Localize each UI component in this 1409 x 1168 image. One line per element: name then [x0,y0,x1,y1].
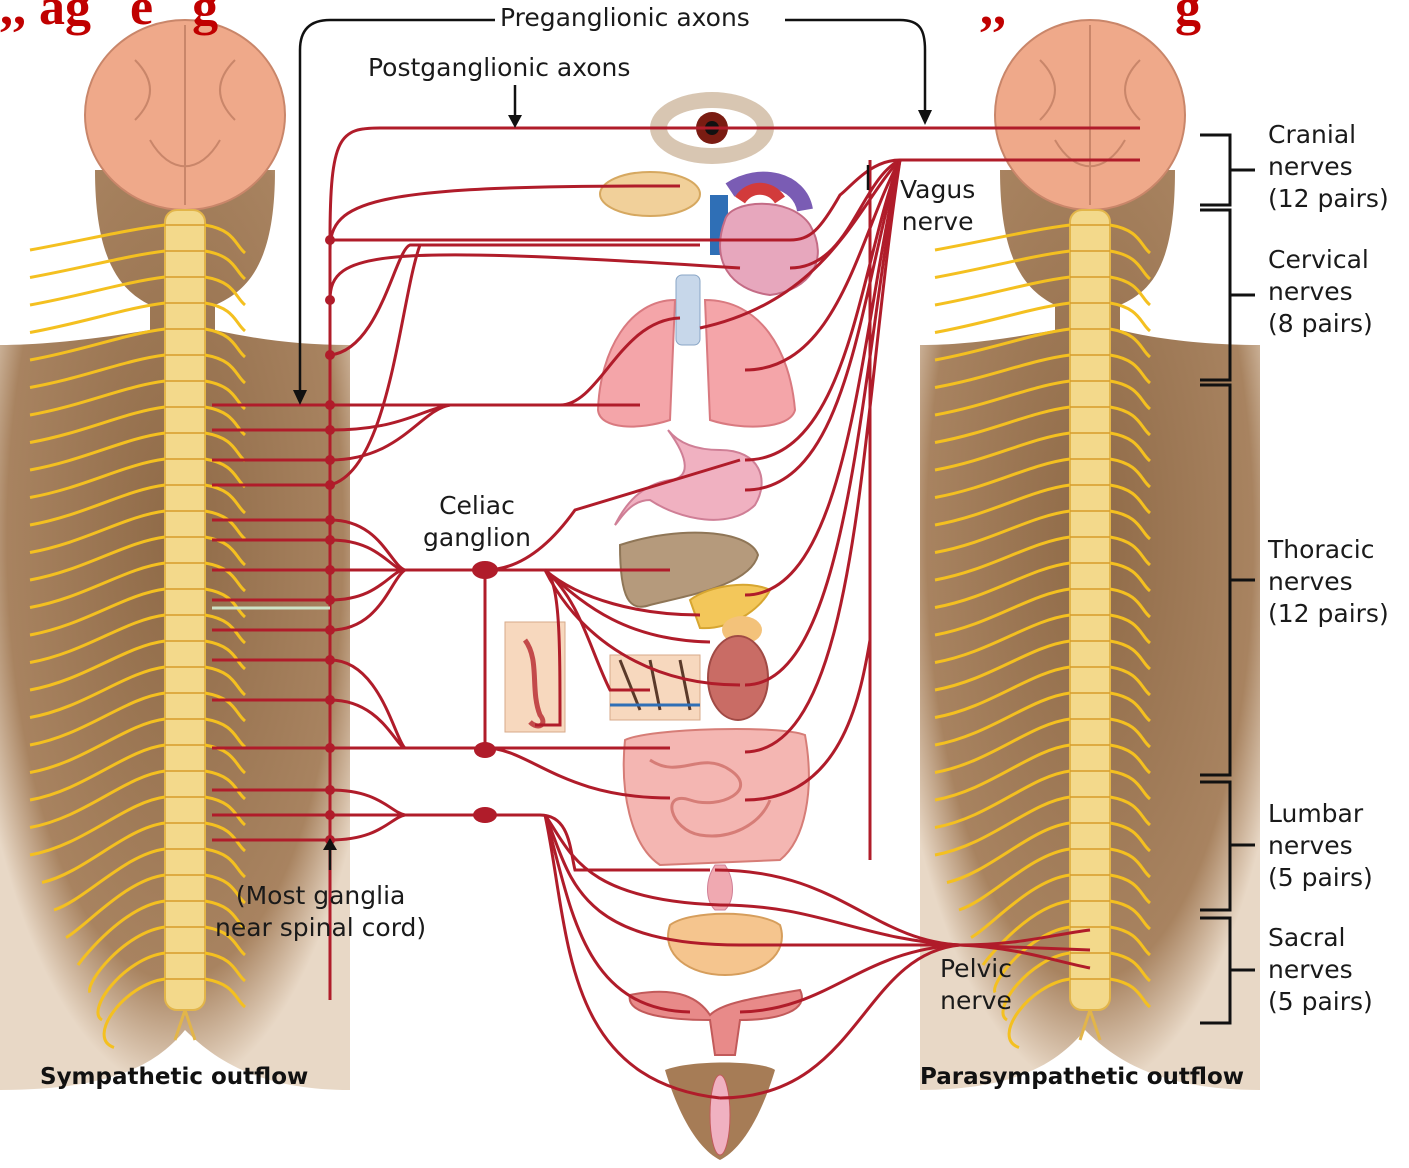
spinal-nerve-line [30,303,165,333]
adrenal-kidney-organ [708,616,768,720]
arrow-head-pre-right [918,110,932,125]
reproductive-organ [630,990,802,1055]
sacral-nerves-label: Sacral nerves (5 pairs) [1268,922,1373,1018]
genitalia-organ [665,1063,775,1161]
chain-ganglion-node [325,350,335,360]
parasympathetic-outflow-caption: Parasympathetic outflow [920,1064,1244,1090]
sympathetic-outflow-caption: Sympathetic outflow [40,1064,308,1090]
skin-sweat-gland-organ [505,622,565,732]
stomach-organ [615,430,762,525]
preganglionic-axons-label: Preganglionic axons [500,2,750,34]
trachea-organ [676,275,700,345]
chain-ganglion-node [325,235,335,245]
spinal-nerve-line [935,303,1070,333]
pelvic-nerve-label: Pelvic nerve [940,953,1012,1017]
page-title-fragment-right: ,, g [980,0,1201,37]
organs [505,92,818,1160]
thoracic-nerves-label: Thoracic nerves (12 pairs) [1268,534,1389,630]
right-spinal-column [1070,210,1110,1010]
cranial-nerves-label: Cranial nerves (12 pairs) [1268,119,1389,215]
postganglionic-axons-label: Postganglionic axons [368,52,630,84]
celiac-ganglion-label: Celiac ganglion [423,490,531,554]
cervical-nerves-label: Cervical nerves (8 pairs) [1268,244,1373,340]
left-spinal-column [165,210,205,1010]
arrow-head-post [508,115,522,128]
lacrimal-gland-organ [600,172,700,216]
most-ganglia-label: (Most ganglia near spinal cord) [215,880,426,944]
vagus-nerve-label: Vagus nerve [900,174,975,238]
page-title-fragment-left: ,, ag e g [0,0,218,37]
lumbar-nerves-label: Lumbar nerves (5 pairs) [1268,798,1373,894]
chain-ganglion-node [325,295,335,305]
skin-hair-organ [610,655,700,720]
annotation-arrows [300,20,925,870]
